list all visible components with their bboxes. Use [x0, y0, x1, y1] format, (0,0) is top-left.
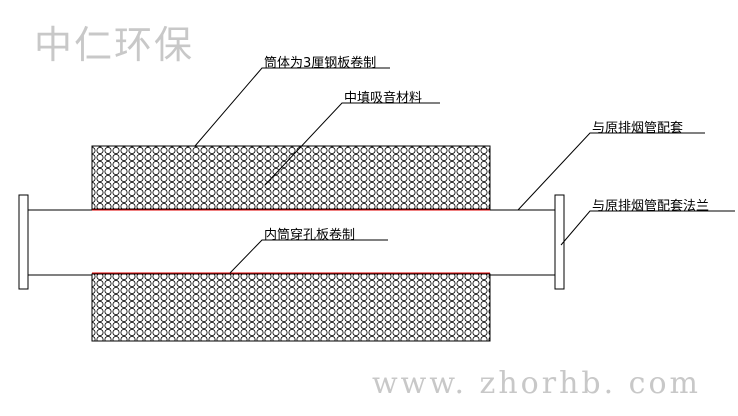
absorbent-fill-upper — [91, 145, 491, 210]
pipe-right — [490, 209, 555, 276]
leader-flange — [560, 210, 735, 246]
label-fill: 中填吸音材料 — [344, 91, 423, 106]
leader-fill — [264, 102, 440, 186]
leader-lines — [194, 67, 735, 274]
label-pipe-match: 与原排烟管配套 — [592, 121, 684, 136]
flange-right — [554, 194, 565, 290]
label-flange-match: 与原排烟管配套法兰 — [592, 199, 710, 214]
leader-shell — [194, 67, 390, 147]
url-watermark: www. zhorhb. com — [372, 366, 701, 401]
inner-tube-bore — [92, 210, 490, 273]
label-shell: 筒体为3厘钢板卷制 — [264, 56, 377, 71]
pipe-left — [28, 209, 92, 276]
flange-left — [18, 194, 29, 290]
label-inner-tube: 内筒穿孔板卷制 — [264, 228, 356, 243]
leader-pipe — [517, 132, 705, 211]
brand-watermark: 中仁环保 — [34, 23, 195, 67]
leader-inner-tube — [229, 239, 388, 274]
absorbent-fill-lower — [91, 273, 491, 342]
